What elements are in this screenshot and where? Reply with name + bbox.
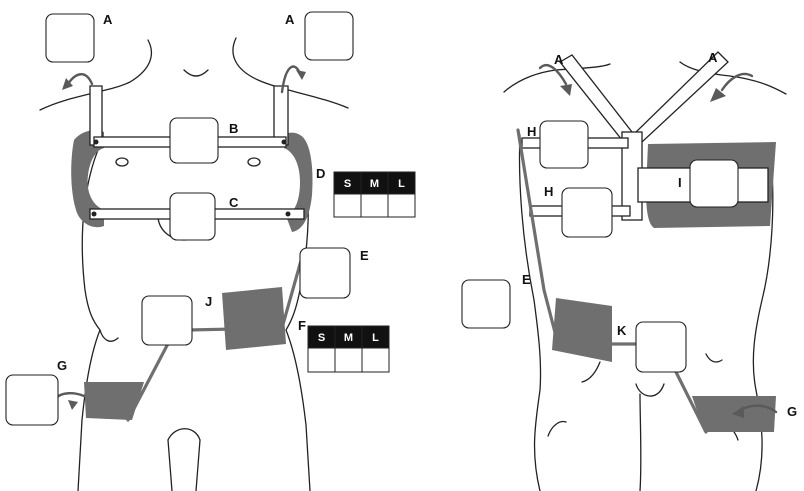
size-f-m-label: M [344,332,353,344]
front-box-c[interactable] [169,192,216,241]
back-label-k: K [617,323,627,338]
size-d-l-label: L [398,178,405,190]
back-box-h-mid[interactable] [561,187,613,238]
back-label-a-right: A [708,50,718,65]
size-d-m-label: M [370,178,379,190]
front-label-a-left: A [103,12,113,27]
back-label-g: G [787,404,797,419]
size-f-l-label: L [372,332,379,344]
size-table-d: S M L [333,171,416,218]
front-box-e[interactable] [299,247,351,299]
front-label-e: E [360,248,369,263]
front-thigh-pad [84,382,144,420]
back-label-h-mid: H [544,184,553,199]
front-box-j[interactable] [141,295,193,346]
front-view: A A B C D E F G J S M L S M [5,11,416,491]
size-f-l-checkbox[interactable] [361,347,390,373]
chest-rib-pad [71,130,104,228]
back-box-e[interactable] [461,279,511,329]
back-x-straps [559,51,729,221]
front-label-g: G [57,358,67,373]
front-label-f: F [298,318,306,333]
back-view: A A H H I E K G [461,50,797,491]
front-box-b[interactable] [169,117,219,164]
front-label-a-right: A [285,12,295,27]
front-label-c: C [229,195,239,210]
front-box-g[interactable] [5,374,59,426]
front-label-b: B [229,121,238,136]
front-box-a-left[interactable] [45,13,95,63]
back-box-k[interactable] [635,321,687,373]
back-cords [516,128,708,434]
size-d-s-checkbox[interactable] [333,193,362,218]
size-d-l-checkbox[interactable] [387,193,416,218]
front-waist-pad [222,287,286,350]
back-box-h-top[interactable] [539,120,589,169]
front-label-d: D [316,166,325,181]
back-label-h-top: H [527,124,536,139]
size-f-s-label: S [318,332,325,344]
size-d-m-checkbox[interactable] [360,193,389,218]
back-label-a-left: A [554,52,564,67]
front-box-a-right[interactable] [304,11,354,61]
back-hip-pad [552,298,612,362]
back-box-i[interactable] [689,159,739,208]
size-f-m-checkbox[interactable] [334,347,363,373]
back-arrows [538,63,778,418]
strap-rivets [91,139,291,217]
size-f-s-checkbox[interactable] [307,347,336,373]
front-label-j: J [205,294,212,309]
back-label-e: E [522,272,531,287]
back-body-outline [503,61,787,491]
size-d-s-label: S [344,178,351,190]
front-nipples [115,157,261,167]
size-table-f: S M L [307,325,390,373]
back-label-i: I [678,175,682,190]
